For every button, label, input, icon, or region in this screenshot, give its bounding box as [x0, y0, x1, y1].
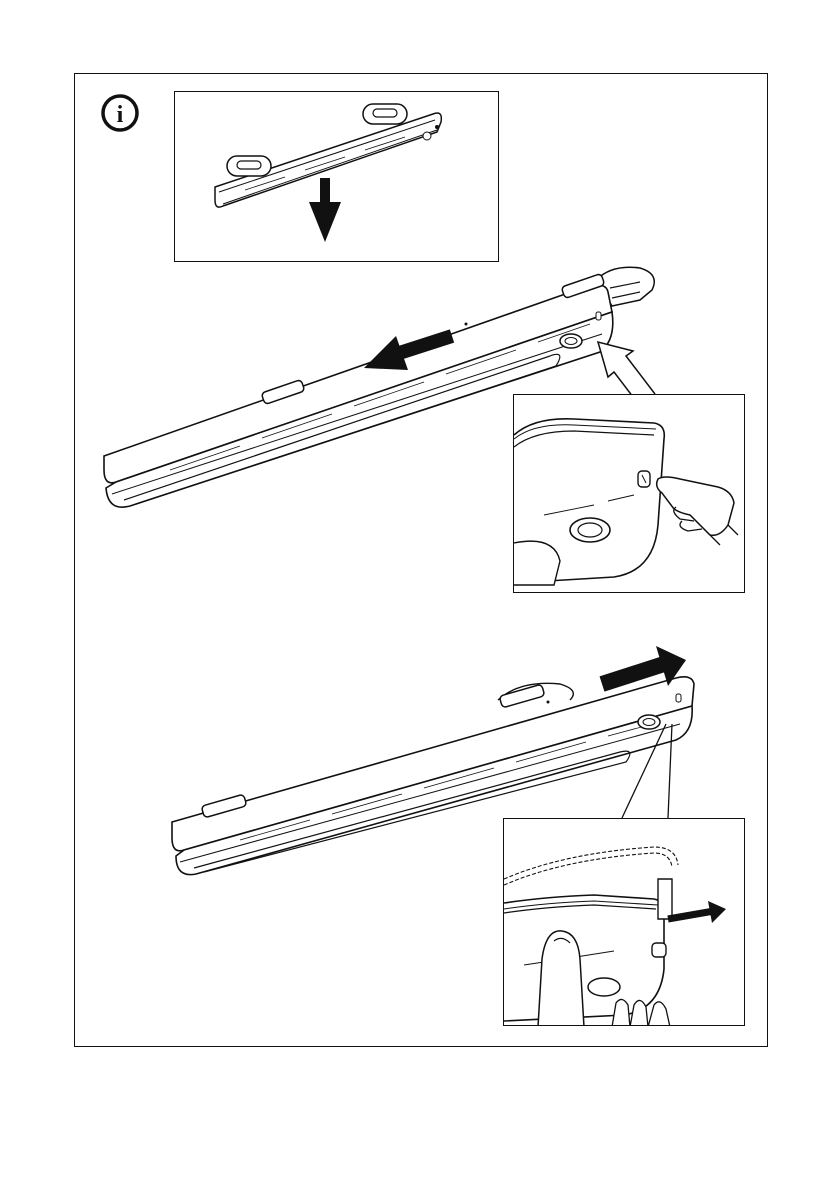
arrow-latch-right-icon — [668, 901, 726, 923]
detail-press-release — [513, 394, 745, 593]
finger-press-icon — [657, 477, 738, 545]
detail-push-latch — [503, 818, 745, 1026]
